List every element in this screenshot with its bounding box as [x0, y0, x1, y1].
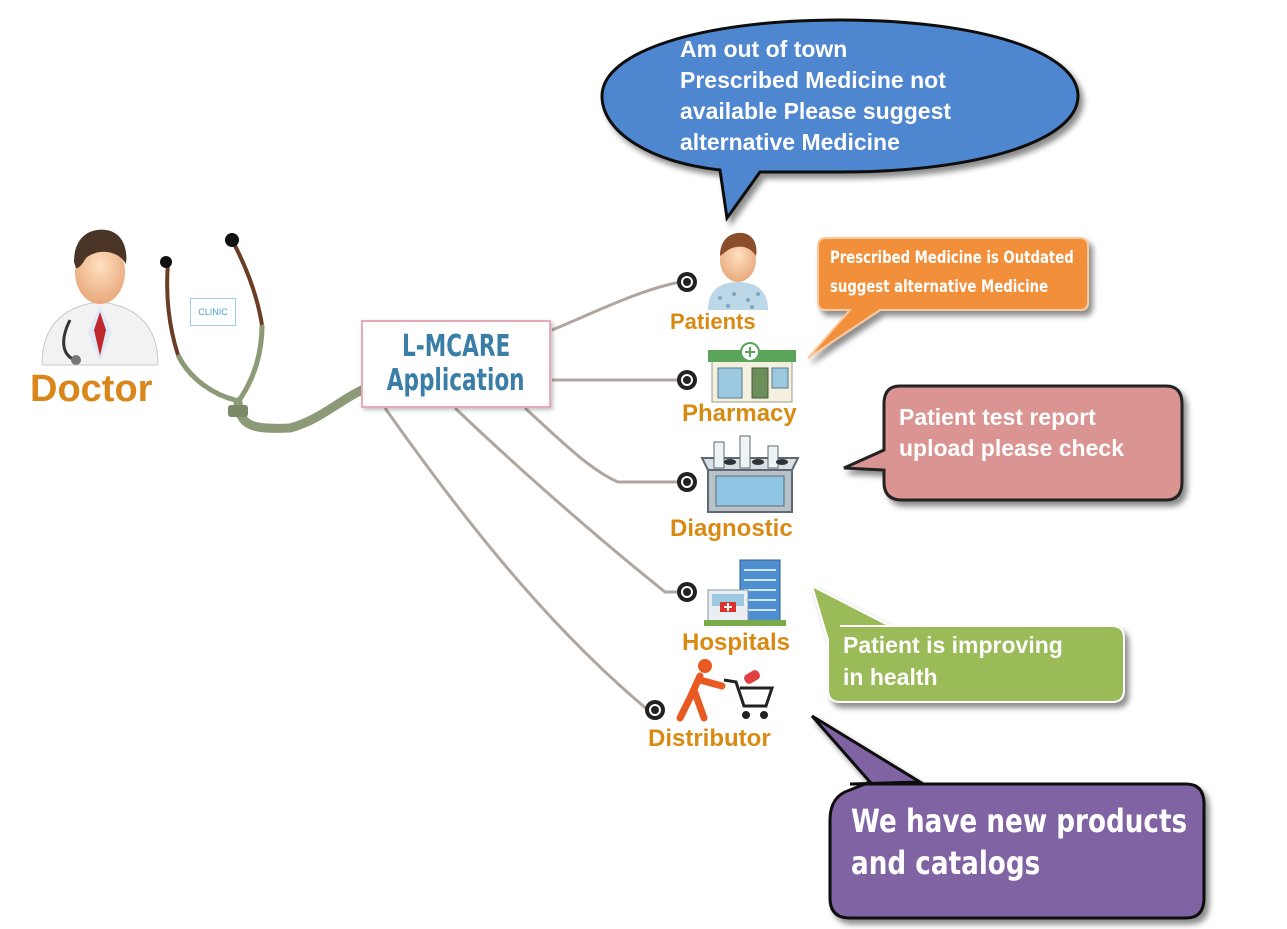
bubble-patient-text: Am out of town Prescribed Medicine not a…	[680, 36, 952, 155]
bubble-pharmacy-shape	[807, 237, 1089, 359]
link-diagnostic	[523, 406, 680, 484]
node-label-hospitals: Hospitals	[682, 629, 791, 656]
application-subtitle: Application	[387, 363, 525, 398]
hospital-icon	[704, 559, 786, 626]
bubble-patient-shape	[600, 18, 1080, 222]
application-node: L-MCARE Application	[361, 320, 551, 408]
connector-lines	[383, 280, 681, 712]
link-patients	[551, 280, 681, 332]
diagnostic-icon	[700, 435, 800, 513]
node-label-pharmacy: Pharmacy	[682, 400, 797, 427]
bubble-pharmacy-text: Prescribed Medicine is Outdated suggest …	[830, 248, 1074, 297]
connector-dots	[645, 272, 697, 720]
dot-patients	[677, 272, 697, 292]
dot-distributor	[645, 700, 665, 720]
bubble-distributor-text: We have new products and catalogs	[851, 802, 1188, 882]
dot-hospitals	[677, 582, 697, 602]
doctor-label: Doctor	[30, 368, 153, 410]
bubble-diagnostic-text: Patient test report upload please check	[899, 404, 1124, 461]
node-label-diagnostic: Diagnostic	[670, 515, 793, 542]
link-distributor	[383, 407, 649, 712]
node-label-patients: Patients	[670, 309, 756, 334]
bubble-hospital-text: Patient is improving in health	[843, 632, 1063, 690]
node-label-distributor: Distributor	[648, 725, 771, 752]
patient-icon	[708, 232, 768, 310]
link-hospitals	[453, 406, 680, 594]
application-title: L-MCARE	[401, 329, 511, 364]
bubble-distributor-shape	[810, 714, 1206, 920]
bubble-hospital-shape	[810, 584, 1125, 703]
dot-diagnostic	[677, 472, 697, 492]
bubble-diagnostic-shape	[843, 384, 1184, 502]
clinic-badge: CLINIC	[190, 298, 236, 326]
distributor-icon	[676, 659, 775, 722]
doctor-icon	[41, 229, 159, 366]
pharmacy-icon	[708, 342, 796, 403]
dot-pharmacy	[677, 370, 697, 390]
stethoscope-icon	[160, 233, 367, 433]
